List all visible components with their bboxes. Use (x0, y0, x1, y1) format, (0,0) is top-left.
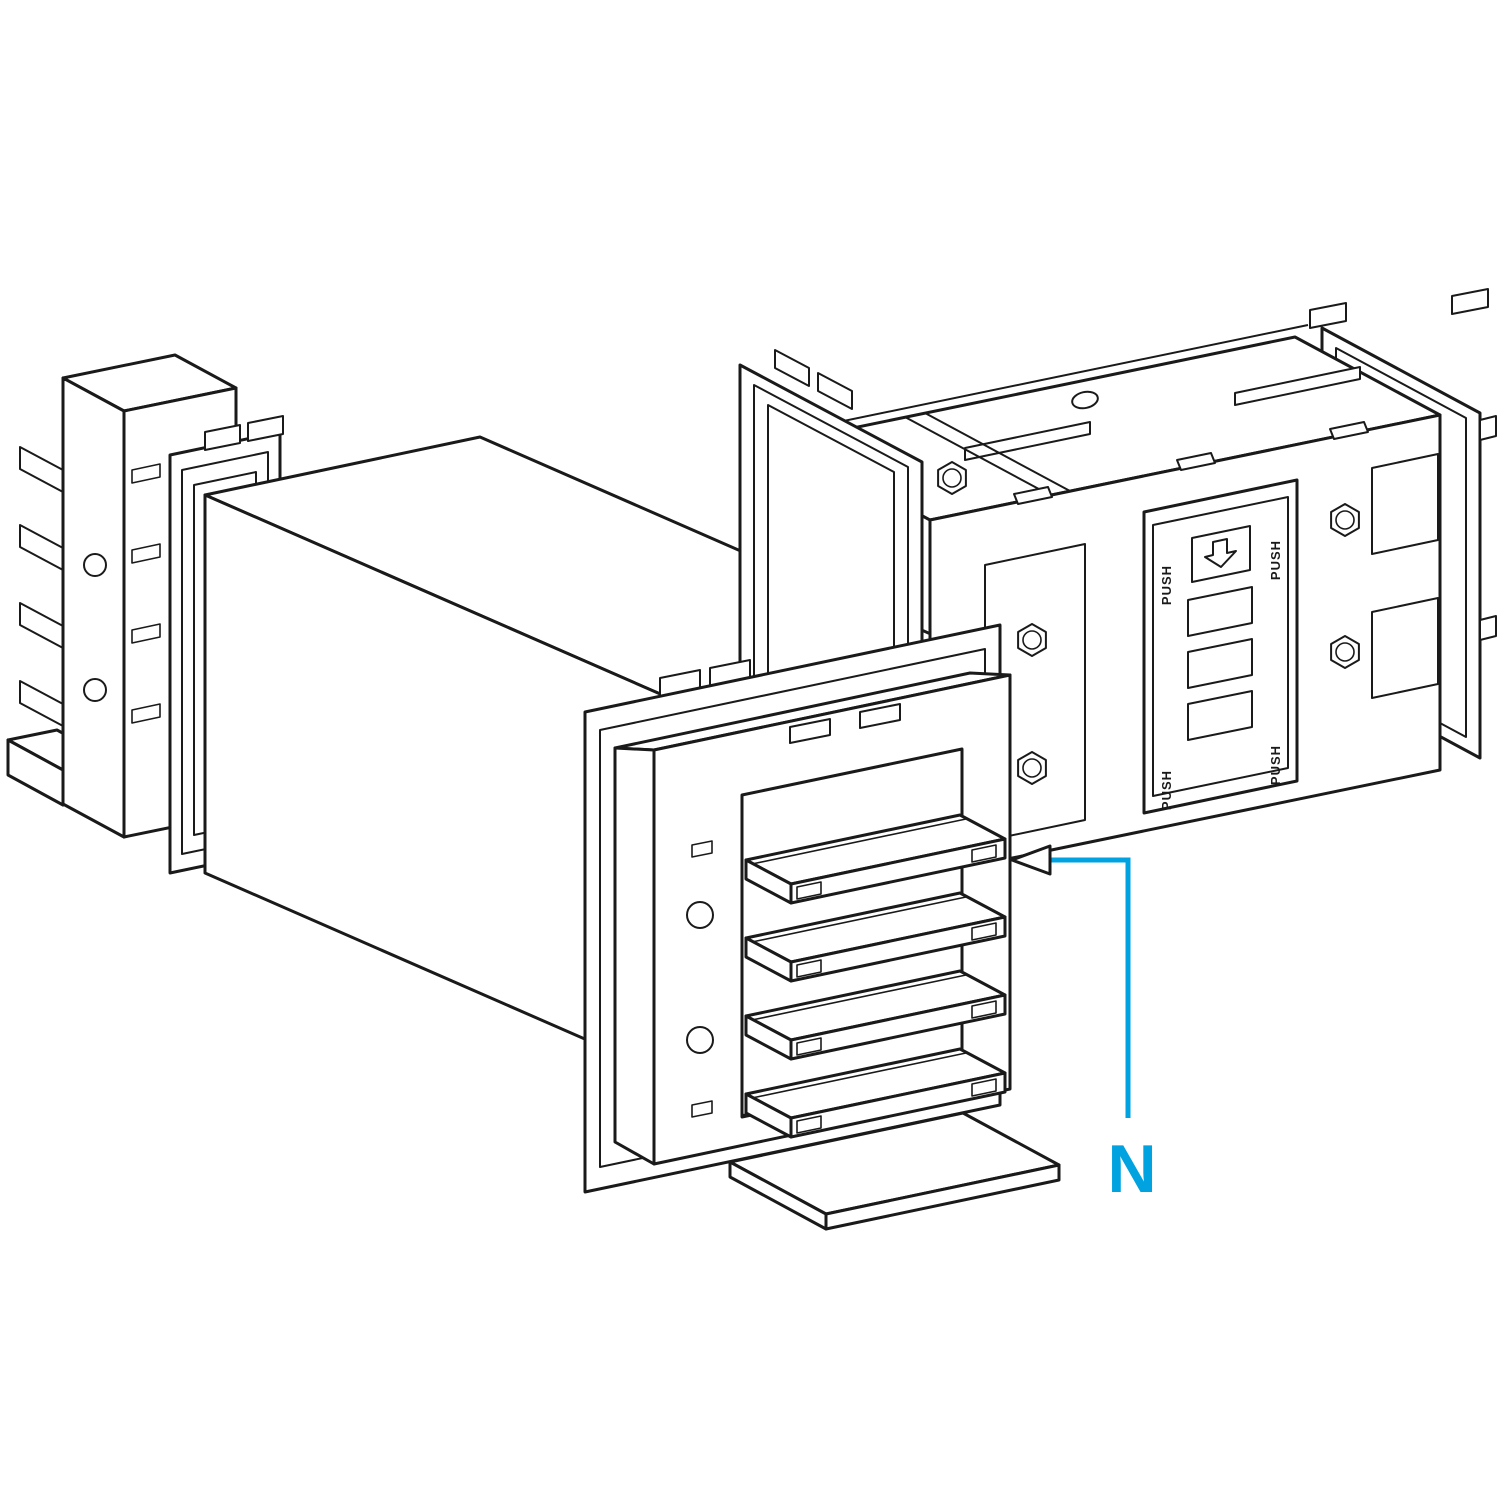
push-label: PUSH (1159, 770, 1174, 810)
front-connector (583, 623, 1061, 1231)
neutral-arrowhead-icon (1010, 844, 1052, 876)
neutral-label: N (1107, 1131, 1156, 1207)
bolt-hole (686, 901, 714, 929)
push-label: PUSH (1159, 565, 1174, 605)
access-panel: PUSH PUSH PUSH PUSH (1142, 478, 1299, 815)
fixing-hole (1071, 390, 1099, 410)
end-window (1371, 453, 1439, 555)
phase-busbar (744, 891, 1007, 983)
neutral-busbar (744, 813, 1007, 905)
hex-bolt (937, 461, 967, 495)
panel-window (1187, 690, 1253, 741)
bolt-hole (83, 553, 107, 577)
panel-window (1187, 586, 1253, 637)
neutral-arrow (1048, 857, 1131, 1118)
phase-busbar (744, 969, 1007, 1061)
right-arm-front-details: PUSH PUSH PUSH PUSH (984, 453, 1439, 842)
hex-bolt (1017, 751, 1047, 785)
bolt-hole (83, 678, 107, 702)
right-arm-top-details (904, 366, 1369, 505)
hex-bolt (1017, 623, 1047, 657)
phase-busbar (744, 1047, 1007, 1139)
neutral-callout: N (1010, 844, 1157, 1207)
connector-side-band (613, 746, 656, 1166)
hex-bolt (1330, 635, 1360, 669)
push-label: PUSH (1268, 540, 1283, 580)
hex-bolt (1330, 503, 1360, 537)
panel-window (1187, 638, 1253, 689)
bolt-hole (686, 1026, 714, 1054)
left-busbar-tabs (19, 446, 64, 727)
release-arrow-icon (1204, 538, 1237, 568)
end-window (1371, 597, 1439, 699)
push-label: PUSH (1268, 745, 1283, 785)
arm-back-lip (799, 324, 1309, 431)
bottom-tray (728, 1111, 1061, 1231)
